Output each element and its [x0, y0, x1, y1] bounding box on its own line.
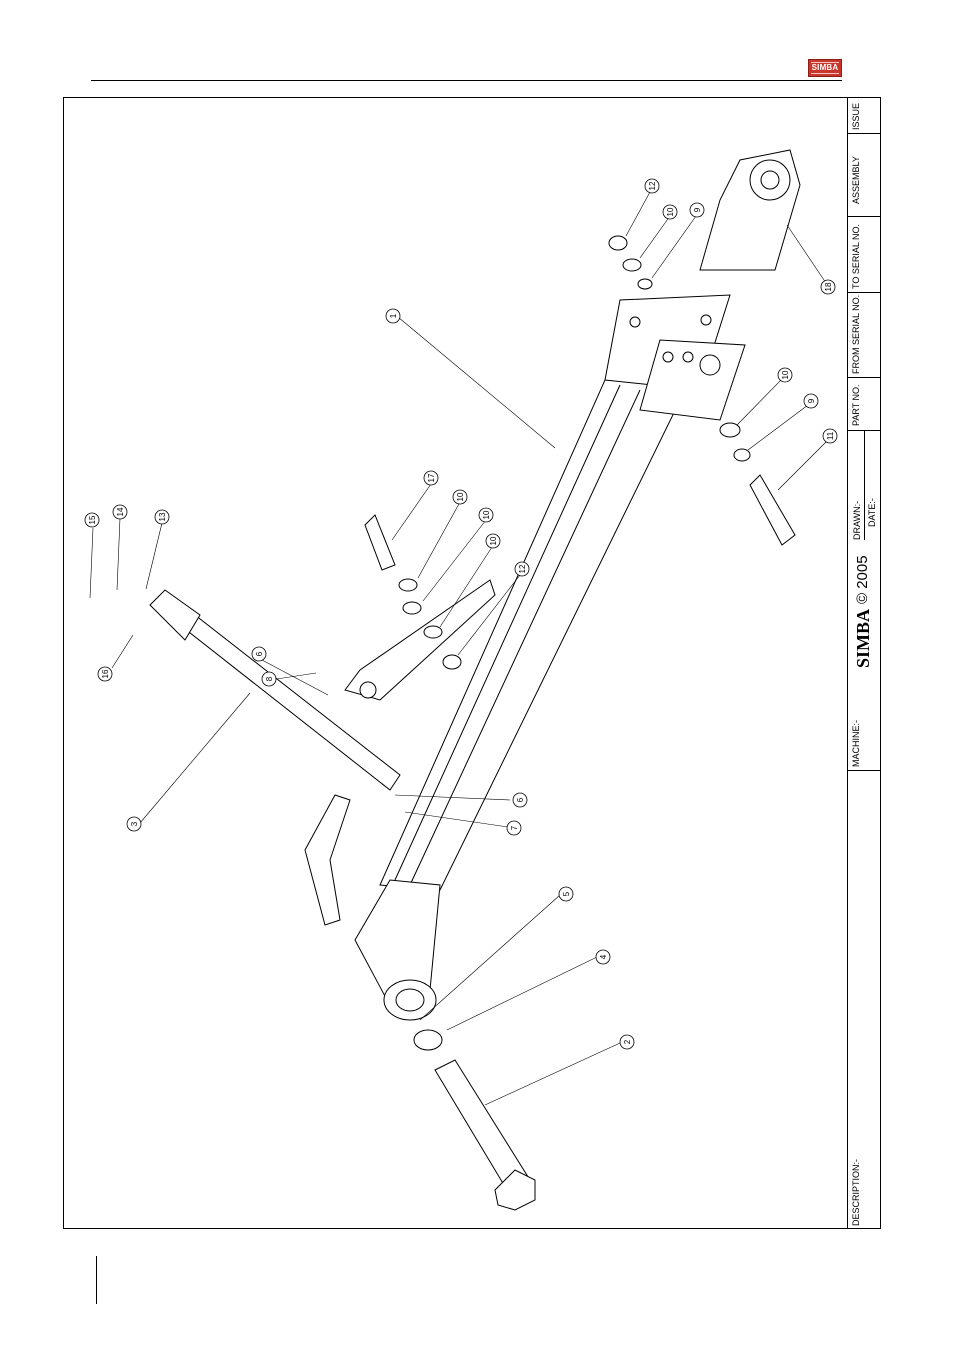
callout-number: 13 [158, 512, 167, 521]
callout-balloon: 1 [386, 309, 400, 323]
callout-balloon: 10 [479, 508, 493, 522]
callout-balloon: 12 [645, 179, 659, 193]
callout-balloon: 9 [804, 394, 818, 408]
callout-number: 6 [516, 797, 525, 802]
callout-number: 10 [781, 370, 790, 379]
callout-balloon: 12 [515, 562, 529, 576]
callout-number: 15 [88, 515, 97, 524]
callout-balloon: 4 [596, 950, 610, 964]
callout-balloon: 9 [690, 203, 704, 217]
callout-number: 7 [510, 825, 519, 830]
callout-number: 9 [693, 207, 702, 212]
callout-number: 12 [648, 181, 657, 190]
callout-number: 4 [599, 954, 608, 959]
callout-number: 18 [824, 282, 833, 291]
callout-number: 9 [807, 398, 816, 403]
callout-balloon: 14 [113, 505, 127, 519]
callout-balloon: 17 [424, 471, 438, 485]
callout-balloon: 18 [821, 280, 835, 294]
callout-balloon: 8 [262, 672, 276, 686]
callout-balloon: 10 [778, 368, 792, 382]
callout-balloon: 10 [663, 205, 677, 219]
callout-balloon: 10 [486, 534, 500, 548]
callout-number: 6 [255, 651, 264, 656]
callout-balloon: 10 [453, 490, 467, 504]
callout-balloon: 5 [559, 887, 573, 901]
callout-balloon: 11 [823, 429, 837, 443]
callout-balloon: 13 [155, 510, 169, 524]
callout-balloon: 16 [98, 667, 112, 681]
callout-number: 17 [427, 473, 436, 482]
callout-number: 5 [562, 891, 571, 896]
callout-number: 8 [265, 676, 274, 681]
callout-number: 16 [101, 669, 110, 678]
callout-number: 3 [130, 821, 139, 826]
callout-number: 12 [518, 564, 527, 573]
callout-balloon: 7 [507, 821, 521, 835]
callout-number: 1 [389, 313, 398, 318]
callout-balloon: 3 [127, 817, 141, 831]
callout-number: 10 [456, 492, 465, 501]
callout-number: 11 [826, 431, 835, 440]
callout-balloon: 2 [620, 1035, 634, 1049]
callout-number: 10 [482, 510, 491, 519]
callout-number: 14 [116, 507, 125, 516]
callout-balloon: 6 [252, 647, 266, 661]
callout-balloon: 15 [85, 513, 99, 527]
callout-number: 2 [623, 1039, 632, 1044]
callout-number: 10 [489, 536, 498, 545]
callout-balloon: 6 [513, 793, 527, 807]
callout-number: 10 [666, 207, 675, 216]
